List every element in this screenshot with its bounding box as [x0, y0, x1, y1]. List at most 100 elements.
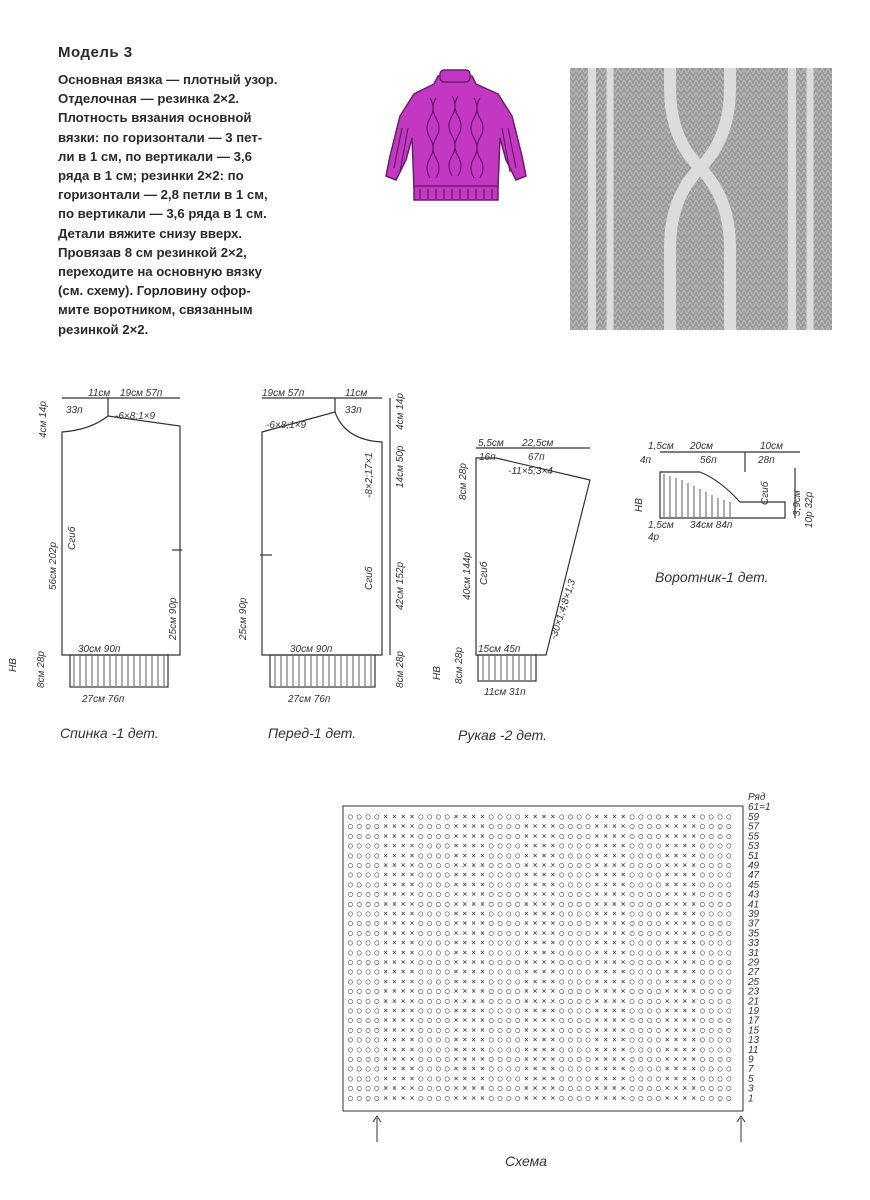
chart-cell: × — [594, 987, 599, 996]
chart-cell: ○ — [498, 958, 503, 967]
chart-cell: ○ — [568, 880, 573, 889]
chart-cell: × — [603, 1016, 608, 1025]
chart-cell: × — [401, 919, 406, 928]
chart-cell: ○ — [718, 987, 723, 996]
chart-cell: × — [550, 928, 555, 937]
chart-cell: × — [691, 1064, 696, 1073]
chart-cell: × — [594, 909, 599, 918]
chart-cell: ○ — [647, 1045, 652, 1054]
chart-cell: × — [410, 831, 415, 840]
chart-cell: ○ — [577, 870, 582, 879]
chart-cell: × — [524, 967, 529, 976]
chart-cell: × — [454, 1035, 459, 1044]
chart-cell: × — [533, 1064, 538, 1073]
chart-cell: × — [454, 1064, 459, 1073]
sleeve-ribbing — [477, 654, 537, 682]
chart-cell: × — [383, 851, 388, 860]
chart-cell: × — [665, 1064, 670, 1073]
chart-cell: × — [392, 831, 397, 840]
sleeve-outline — [475, 457, 591, 656]
chart-cell: ○ — [498, 1084, 503, 1093]
chart-cell: × — [594, 948, 599, 957]
chart-cell: × — [454, 841, 459, 850]
chart-cell: × — [480, 1016, 485, 1025]
chart-cell: × — [542, 812, 547, 821]
chart-cell: × — [612, 928, 617, 937]
chart-cell: ○ — [436, 1084, 441, 1093]
chart-cell: ○ — [498, 967, 503, 976]
chart-cell: ○ — [427, 1064, 432, 1073]
chart-cell: × — [533, 1035, 538, 1044]
chart-cell: ○ — [427, 1035, 432, 1044]
chart-cell: ○ — [418, 1016, 423, 1025]
sleeve-nv: НВ — [432, 666, 443, 680]
chart-cell: ○ — [700, 1045, 705, 1054]
chart-cell: ○ — [374, 1045, 379, 1054]
chart-cell: × — [533, 977, 538, 986]
chart-cell: × — [691, 822, 696, 831]
chart-cell: ○ — [638, 987, 643, 996]
chart-cell: × — [383, 841, 388, 850]
chart-cell: ○ — [586, 870, 591, 879]
chart-cell: × — [410, 890, 415, 899]
chart-cell: × — [454, 987, 459, 996]
chart-cell: ○ — [366, 851, 371, 860]
chart-cell: ○ — [638, 851, 643, 860]
chart-cell: ○ — [489, 1093, 494, 1102]
chart-cell: ○ — [586, 967, 591, 976]
chart-cell: ○ — [498, 987, 503, 996]
chart-cell: ○ — [700, 967, 705, 976]
chart-cell: × — [550, 996, 555, 1005]
chart-cell: × — [392, 967, 397, 976]
chart-cell: × — [480, 841, 485, 850]
chart-cell: ○ — [418, 899, 423, 908]
back-nv: НВ — [8, 658, 19, 672]
chart-cell: × — [603, 1055, 608, 1064]
chart-cell: ○ — [418, 870, 423, 879]
chart-cell: ○ — [647, 996, 652, 1005]
chart-cell: ○ — [630, 948, 635, 957]
chart-cell: ○ — [726, 1055, 731, 1064]
chart-cell: ○ — [638, 996, 643, 1005]
chart-cell: × — [612, 1093, 617, 1102]
chart-cell: ○ — [647, 822, 652, 831]
chart-cell: × — [383, 812, 388, 821]
chart-cell: ○ — [568, 851, 573, 860]
chart-cell: ○ — [559, 822, 564, 831]
chart-cell: × — [594, 1025, 599, 1034]
chart-cell: × — [603, 831, 608, 840]
chart-cell: × — [383, 1074, 388, 1083]
chart-cell: ○ — [700, 841, 705, 850]
chart-cell: ○ — [445, 899, 450, 908]
chart-cell: × — [665, 841, 670, 850]
sweater-illustration — [385, 69, 527, 201]
front-top-left: 19см 57п — [262, 388, 305, 399]
chart-cell: ○ — [700, 919, 705, 928]
chart-cell: ○ — [559, 861, 564, 870]
chart-cell: × — [480, 1074, 485, 1083]
chart-cell: ○ — [515, 831, 520, 840]
chart-cell: ○ — [718, 890, 723, 899]
chart-cell: ○ — [656, 1093, 661, 1102]
chart-cell: ○ — [357, 1093, 362, 1102]
chart-cell: ○ — [506, 919, 511, 928]
back-fold: Сгиб — [66, 526, 78, 550]
chart-cell: ○ — [348, 967, 353, 976]
chart-cell: × — [480, 851, 485, 860]
chart-cell: × — [524, 831, 529, 840]
chart-cell: × — [612, 1084, 617, 1093]
chart-cell: ○ — [700, 948, 705, 957]
chart-cell: ○ — [568, 890, 573, 899]
chart-cell: × — [665, 977, 670, 986]
chart-cell: ○ — [418, 958, 423, 967]
chart-cell: ○ — [506, 967, 511, 976]
chart-cell: ○ — [366, 880, 371, 889]
chart-cell: ○ — [506, 1016, 511, 1025]
chart-cell: × — [480, 1084, 485, 1093]
instructions-text: Основная вязка — плотный узор.Отделочная… — [58, 70, 348, 339]
chart-cell: ○ — [726, 851, 731, 860]
chart-cell: ○ — [436, 996, 441, 1005]
chart-cell: ○ — [489, 1035, 494, 1044]
chart-cell: ○ — [718, 938, 723, 947]
chart-cell: ○ — [726, 880, 731, 889]
